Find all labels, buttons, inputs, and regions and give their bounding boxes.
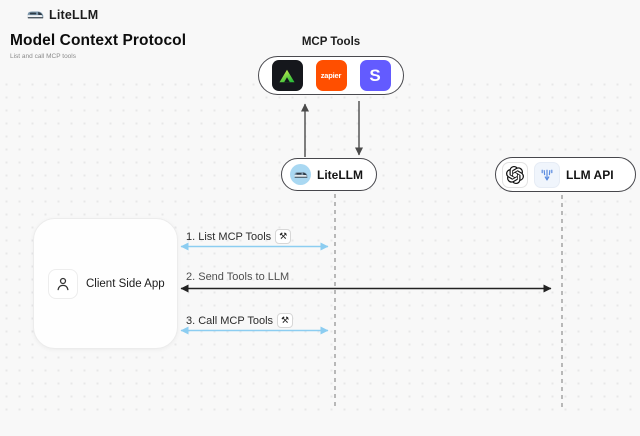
page-title: Model Context Protocol [10,32,187,49]
green-triangle-icon [271,60,303,91]
tools-badge-icon: ⚒ [277,313,294,328]
llm-api-node-label: LLM API [566,167,614,182]
brand-name: LiteLLM [49,8,99,22]
flow-2-text: 2. Send Tools to LLM [186,271,290,283]
zapier-wordmark: zapier [320,71,342,80]
page-subtitle: List and call MCP tools [10,53,76,60]
mcp-tools-node[interactable]: zapier S [258,56,404,95]
stripe-letter: S [369,65,381,85]
flow-label-send-tools-to-llm: 2. Send Tools to LLM [186,271,289,283]
litellm-node-label: LiteLLM [317,167,363,182]
stripe-icon: S [359,60,391,91]
flow-label-list-mcp-tools: 1. List MCP Tools ⚒ [186,229,292,244]
llm-api-node[interactable]: LLM API [495,157,636,192]
tools-badge-icon: ⚒ [275,229,292,244]
mcp-tools-label: MCP Tools [301,36,361,48]
llm-provider-icon [534,161,560,188]
person-icon [48,268,78,299]
flow-label-call-mcp-tools: 3. Call MCP Tools ⚒ [186,313,294,328]
client-side-app-label: Client Side App [86,277,165,290]
openai-icon [502,161,528,188]
client-side-app-node[interactable]: Client Side App [33,218,178,349]
litellm-train-icon [27,11,44,19]
litellm-node[interactable]: LiteLLM [281,158,377,191]
flow-3-text: 3. Call MCP Tools [186,314,274,327]
brand-header: LiteLLM [27,8,98,22]
flow-1-text: 1. List MCP Tools [186,230,272,243]
zapier-icon: zapier [315,60,347,91]
litellm-logo-icon [290,164,311,185]
